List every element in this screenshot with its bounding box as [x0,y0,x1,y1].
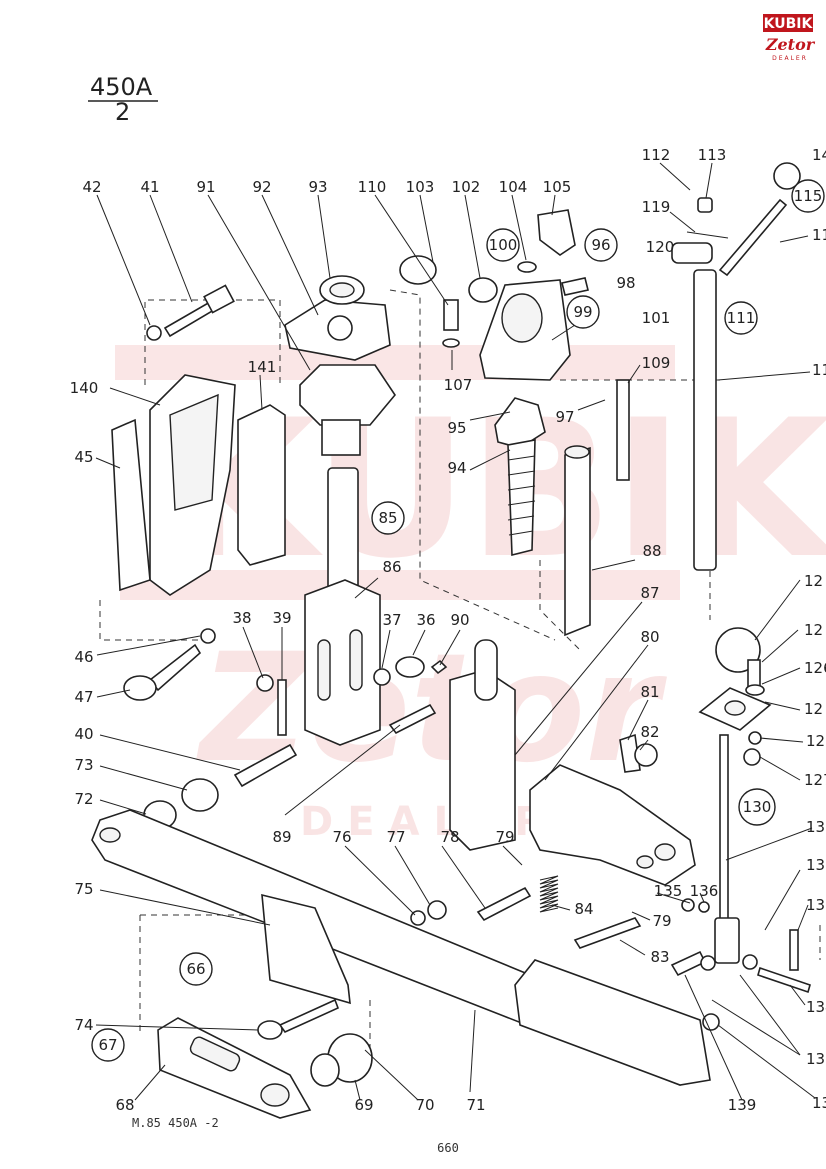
part-label: 133 [806,896,826,914]
part-label: 111 [812,361,826,379]
part-label: 135 [654,882,683,900]
part-label: 91 [196,178,215,196]
part-label: 119 [642,198,671,216]
sheet-header: 450A 2 [88,73,158,126]
group-label: 99 [573,303,592,321]
part-label: 79 [652,912,671,930]
part-label: 83 [650,948,669,966]
part-label: 104 [499,178,528,196]
group-label: 100 [489,236,518,254]
part-label: 137 [806,1050,826,1068]
part-label: 82 [640,723,659,741]
part-label: 115 [812,226,826,244]
group-label: 130 [743,798,772,816]
part-label: 77 [386,828,405,846]
part-label: 78 [440,828,459,846]
part-label: 94 [447,459,466,477]
logo-brand: KUBIK [764,16,814,32]
part-label: 86 [382,558,401,576]
part-label: 12 [804,700,823,718]
part-shapes [91,162,811,1119]
group-labels: 85 66 67 96 99 100 111 115 130 [98,187,822,1054]
part-label: 139 [728,1096,757,1114]
part-label: 70 [415,1096,434,1114]
part-label: 93 [308,178,327,196]
part-label: 98 [616,274,635,292]
part-label: 87 [640,584,659,602]
group-label: 67 [98,1036,117,1054]
part-label: 37 [382,611,401,629]
part-label: 80 [640,628,659,646]
sheet-code: 450A [90,73,153,101]
group-label: 111 [727,309,756,327]
part-label: 112 [642,146,671,164]
part-label: 141 [248,358,277,376]
part-label: 71 [466,1096,485,1114]
part-label: 79 [495,828,514,846]
page-number: 660 [437,1141,459,1155]
part-label: 73 [74,756,93,774]
part-label: 12 [804,572,823,590]
part-label: 41 [140,178,159,196]
part-label: 76 [332,828,351,846]
part-label: 81 [640,683,659,701]
part-label: 72 [74,790,93,808]
part-label: 120 [646,238,675,256]
part-label: 107 [444,376,473,394]
part-label: 110 [358,178,387,196]
part-label: 42 [82,178,101,196]
part-label: 113 [698,146,727,164]
part-label: 38 [232,609,251,627]
logo-sub: Zetor [765,35,816,54]
part-label: 75 [74,880,93,898]
part-label: 134 [806,998,826,1016]
leader-lines [95,162,816,1101]
part-label: 136 [690,882,719,900]
part-label: 127 [804,771,826,789]
sheet-number: 2 [115,98,130,126]
part-label: 74 [74,1016,93,1034]
group-label: 96 [591,236,610,254]
part-label: 88 [642,542,661,560]
dealer-logo: KUBIK Zetor DEALER [763,14,816,62]
part-label: 40 [74,725,93,743]
part-label: 102 [452,178,481,196]
part-label: 69 [354,1096,373,1114]
group-label: 66 [186,960,205,978]
part-label: 39 [272,609,291,627]
drawing-ref: M.85 450A -2 [132,1116,219,1130]
part-label: 95 [447,419,466,437]
part-label: 36 [416,611,435,629]
sheet-footer: M.85 450A -2 660 [132,1116,459,1155]
group-circles [91,179,825,1062]
part-label: 13 [806,818,825,836]
part-label: 103 [406,178,435,196]
part-label: 14 [812,146,826,164]
part-label: 121 [806,732,826,750]
group-label: 85 [378,509,397,527]
part-label: 109 [642,354,671,372]
part-label: 89 [272,828,291,846]
part-label: 46 [74,648,93,666]
part-label: 97 [555,408,574,426]
part-label: 105 [543,178,572,196]
part-label: 138 [812,1094,826,1112]
part-label: 90 [450,611,469,629]
part-label: 101 [642,309,671,327]
part-label: 126 [804,659,826,677]
part-label: 92 [252,178,271,196]
part-label: 45 [74,448,93,466]
part-label: 13 [806,856,825,874]
part-label: 84 [574,900,593,918]
group-label: 115 [794,187,823,205]
part-label: 12 [804,621,823,639]
part-labels: 42 41 91 92 93 110 103 102 104 105 98 10… [70,146,826,1114]
part-label: 68 [115,1096,134,1114]
part-label: 47 [74,688,93,706]
part-label: 140 [70,379,99,397]
logo-tag: DEALER [772,55,808,62]
